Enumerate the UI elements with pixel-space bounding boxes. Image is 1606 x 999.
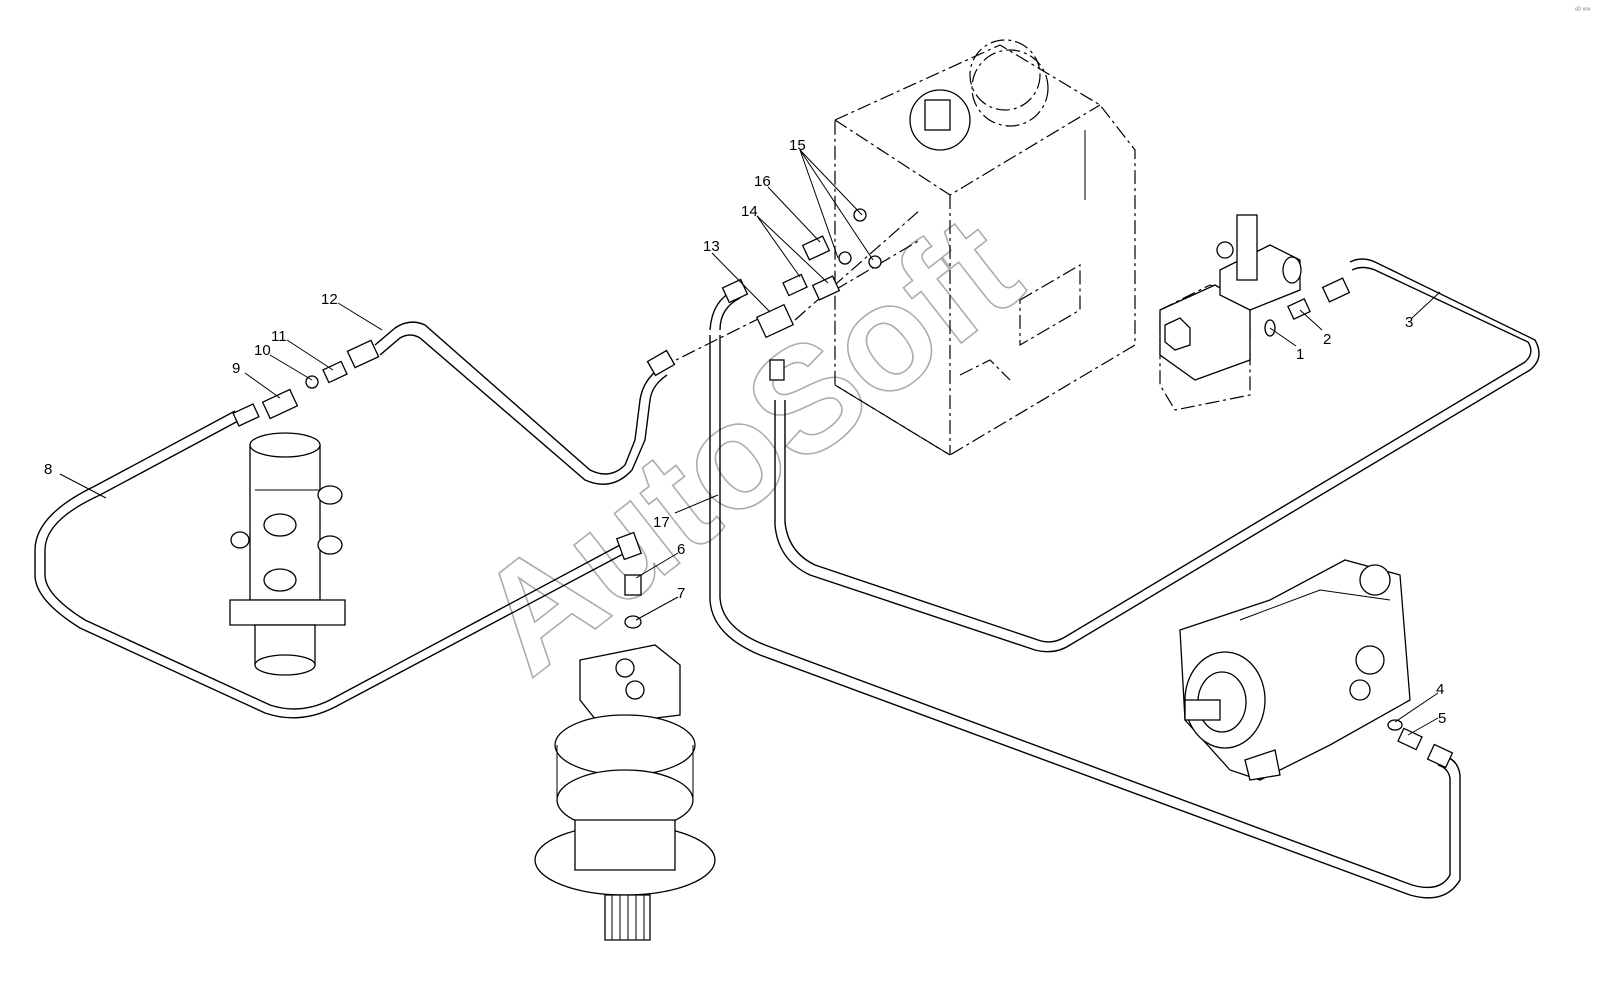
hose-lines — [34, 209, 1540, 899]
watermark: AutoSoft — [446, 183, 1048, 705]
swing-motor — [534, 644, 716, 941]
corner-mark: ᵉᴰ ᵉᵒᵉ — [1575, 7, 1591, 14]
callout-6: 6 — [677, 541, 685, 558]
callout-11: 11 — [271, 328, 287, 345]
callout-4: 4 — [1436, 681, 1444, 698]
hydraulic-tank — [834, 39, 1136, 456]
callout-13: 13 — [703, 238, 720, 255]
callout-14: 14 — [741, 203, 758, 220]
callout-3: 3 — [1405, 314, 1413, 331]
swivel-joint — [229, 432, 346, 676]
fittings — [232, 208, 1454, 769]
callout-9: 9 — [232, 360, 240, 377]
callout-10: 10 — [254, 342, 271, 359]
callout-7: 7 — [677, 585, 685, 602]
valve-block — [1159, 214, 1302, 411]
callout-8: 8 — [44, 461, 52, 478]
callout-15: 15 — [789, 137, 806, 154]
leader-lines — [59, 149, 1441, 736]
callout-17: 17 — [653, 514, 670, 531]
hydraulic-pump — [1179, 559, 1411, 781]
callout-12: 12 — [321, 291, 338, 308]
callouts: 1 2 3 4 5 6 7 8 9 10 11 12 13 14 15 16 1… — [44, 137, 1446, 727]
callout-2: 2 — [1323, 331, 1331, 348]
callout-16: 16 — [754, 173, 771, 190]
callout-1: 1 — [1296, 346, 1304, 363]
callout-5: 5 — [1438, 710, 1446, 727]
